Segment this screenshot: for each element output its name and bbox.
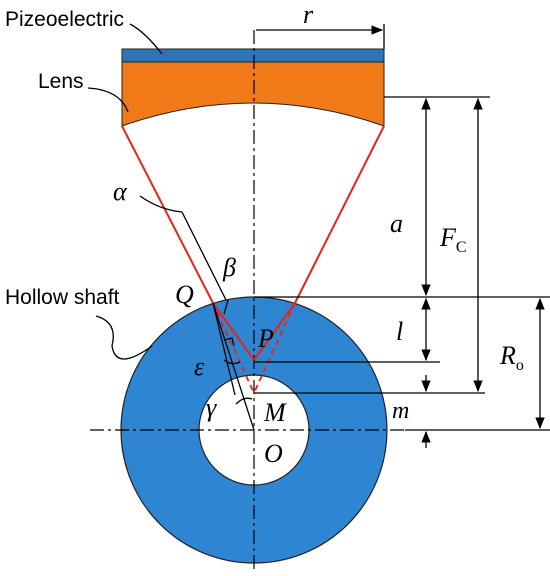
symbol-fc-main: F	[439, 223, 457, 252]
symbol-gamma: γ	[206, 393, 217, 422]
symbol-q: Q	[175, 280, 194, 309]
symbol-ro-main: R	[499, 341, 516, 370]
label-lens: Lens	[38, 70, 84, 93]
symbol-epsilon: ε	[194, 352, 205, 381]
refracted-left	[212, 302, 255, 361]
leader-piezo	[129, 23, 163, 55]
label-hollow-shaft: Hollow shaft	[5, 286, 120, 309]
symbol-l: l	[396, 317, 403, 346]
symbol-a: a	[390, 209, 403, 238]
symbol-alpha: α	[113, 177, 128, 206]
symbol-m-point: M	[263, 398, 287, 427]
hollow-shaft-ring	[120, 296, 388, 564]
symbol-fc: FC	[439, 223, 467, 256]
dashed-beam-left	[212, 302, 255, 394]
gamma-arc	[235, 397, 253, 405]
leader-beta	[223, 299, 229, 315]
refracted-right	[253, 302, 296, 361]
right-angle-mark	[223, 337, 235, 347]
radius-line-q	[212, 302, 255, 431]
leader-lens	[87, 87, 129, 113]
symbol-fc-sub: C	[456, 239, 467, 256]
symbol-beta: β	[222, 253, 236, 282]
piezoelectric-layer	[121, 48, 385, 63]
symbol-ro-sub: o	[516, 357, 524, 374]
lens-body	[121, 61, 385, 127]
symbol-r: r	[303, 0, 314, 29]
beam-left	[121, 125, 214, 304]
symbol-p: P	[257, 324, 274, 353]
beam-right	[294, 125, 385, 304]
symbol-o: O	[264, 439, 283, 468]
leader-hollow-shaft	[95, 315, 153, 360]
epsilon-arc	[223, 359, 241, 365]
incident-extension-line	[181, 211, 227, 301]
short-normal-line	[212, 302, 236, 396]
label-pizeoelectric: Pizeoelectric	[5, 8, 124, 31]
symbol-ro: Ro	[499, 341, 524, 374]
dashed-beam-right	[253, 302, 296, 394]
leader-alpha	[139, 195, 183, 213]
symbol-m-dim: m	[392, 398, 409, 424]
